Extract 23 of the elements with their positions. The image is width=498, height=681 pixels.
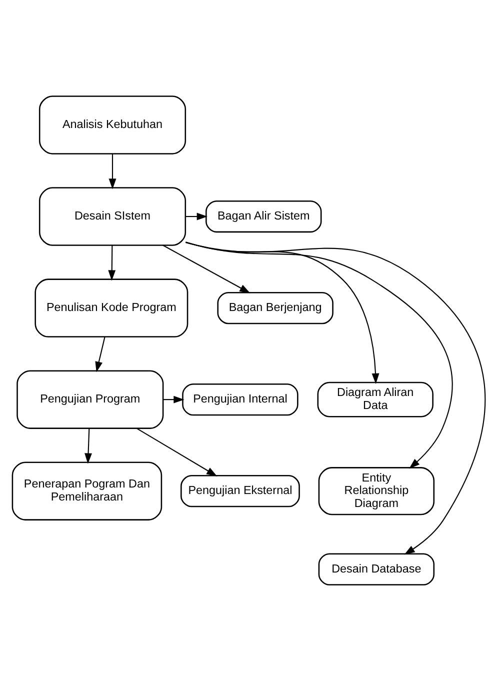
node-box: Analisis Kebutuhan	[38, 96, 186, 154]
arrow	[95, 336, 106, 372]
node-box: Desain Database	[318, 553, 435, 586]
node-box: Penulisan Kode Program	[34, 278, 188, 338]
arrow	[136, 428, 218, 476]
arrow	[162, 244, 250, 294]
arrow	[186, 242, 380, 384]
arrow	[186, 242, 486, 555]
arrow	[163, 396, 184, 404]
arrow	[185, 212, 208, 220]
arrow	[186, 242, 453, 469]
node-box: Entity Relationship Diagram	[318, 467, 435, 516]
arrow	[108, 245, 116, 281]
arrow	[84, 428, 92, 464]
node-box: Bagan Berjenjang	[217, 292, 334, 324]
node-box: Pengujian Program	[16, 370, 164, 429]
arrow	[108, 154, 116, 190]
node-box: Pengujian Internal	[182, 384, 298, 416]
node-box: Bagan Alir Sistem	[206, 200, 322, 233]
node-box: Desain SIstem	[38, 187, 186, 246]
node-box: Diagram Aliran Data	[317, 382, 434, 418]
node-box: Penerapan Pogram Dan Pemeliharaan	[12, 462, 162, 520]
node-box: Pengujian Eksternal	[180, 475, 300, 508]
